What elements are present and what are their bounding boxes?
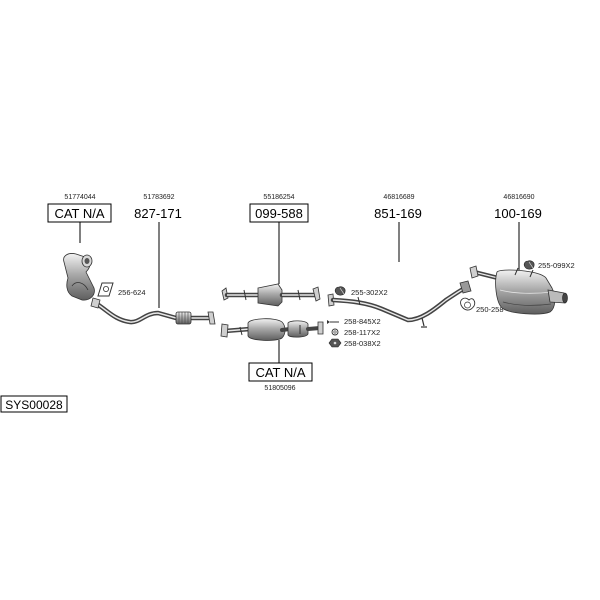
accessory-258-038X2[interactable]: 258-038X2 bbox=[328, 338, 381, 348]
accessory-label: 250-258 bbox=[476, 305, 504, 314]
part-2-reference: 51783692 bbox=[143, 194, 174, 201]
part-6-reference: 51805096 bbox=[264, 385, 295, 392]
part-6-group: CAT N/A 51805096 bbox=[220, 318, 324, 392]
accessory-258-117X2[interactable]: 258-117X2 bbox=[331, 328, 380, 337]
part-1-code[interactable]: CAT N/A bbox=[54, 206, 104, 221]
part-2-group: 51783692 827-171 bbox=[90, 194, 216, 325]
accessory-255-302X2[interactable]: 255-302X2 bbox=[334, 286, 388, 297]
part-4-code[interactable]: 851-169 bbox=[374, 206, 422, 221]
part-1-group: 51774044 CAT N/A bbox=[47, 194, 112, 301]
gasket-icon bbox=[97, 282, 114, 297]
accessory-label: 255-302X2 bbox=[351, 288, 388, 297]
system-code: SYS00028 bbox=[5, 398, 63, 412]
system-code-box bbox=[0, 395, 68, 413]
system-code-badge: SYS00028 bbox=[0, 395, 68, 413]
part-5-rear-silencer[interactable] bbox=[469, 265, 568, 315]
part-1-catalyst[interactable] bbox=[63, 253, 95, 301]
accessory-256-624[interactable]: 256-624 bbox=[97, 282, 146, 297]
part-1-reference: 51774044 bbox=[64, 194, 95, 201]
part-6-catalyst[interactable] bbox=[220, 318, 324, 341]
accessory-258-845X2[interactable]: 258-845X2 bbox=[327, 317, 381, 326]
part-5-group: 46816690 100-169 bbox=[469, 194, 568, 315]
part-3-reference: 55186254 bbox=[263, 194, 294, 201]
clamp-icon bbox=[460, 297, 476, 311]
accessory-label: 258-117X2 bbox=[344, 328, 380, 337]
accessory-255-099X2[interactable]: 255-099X2 bbox=[523, 260, 575, 270]
accessory-label: 256-624 bbox=[118, 288, 146, 297]
accessory-label: 258-038X2 bbox=[344, 339, 381, 348]
part-4-intermediate-pipe[interactable] bbox=[327, 280, 472, 328]
accessory-250-258[interactable]: 250-258 bbox=[460, 297, 504, 314]
accessory-label: 258-845X2 bbox=[344, 317, 381, 326]
part-3-catalyst-pipe[interactable] bbox=[221, 283, 321, 307]
part-2-front-pipe[interactable] bbox=[90, 297, 216, 325]
rubber-mount-icon bbox=[334, 286, 346, 296]
rubber-mount-icon bbox=[523, 260, 535, 270]
part-6-code[interactable]: CAT N/A bbox=[255, 365, 305, 380]
part-3-code[interactable]: 099-588 bbox=[255, 206, 303, 221]
part-6-code-box bbox=[248, 362, 313, 382]
part-2-code[interactable]: 827-171 bbox=[134, 206, 182, 221]
part-4-group: 46816689 851-169 bbox=[327, 194, 472, 328]
part-5-code[interactable]: 100-169 bbox=[494, 206, 542, 221]
accessory-label: 255-099X2 bbox=[538, 261, 575, 270]
part-4-reference: 46816689 bbox=[383, 194, 414, 201]
flex-joint bbox=[175, 311, 192, 325]
part-5-reference: 46816690 bbox=[503, 194, 534, 201]
part-3-group: 55186254 099-588 bbox=[221, 194, 321, 307]
